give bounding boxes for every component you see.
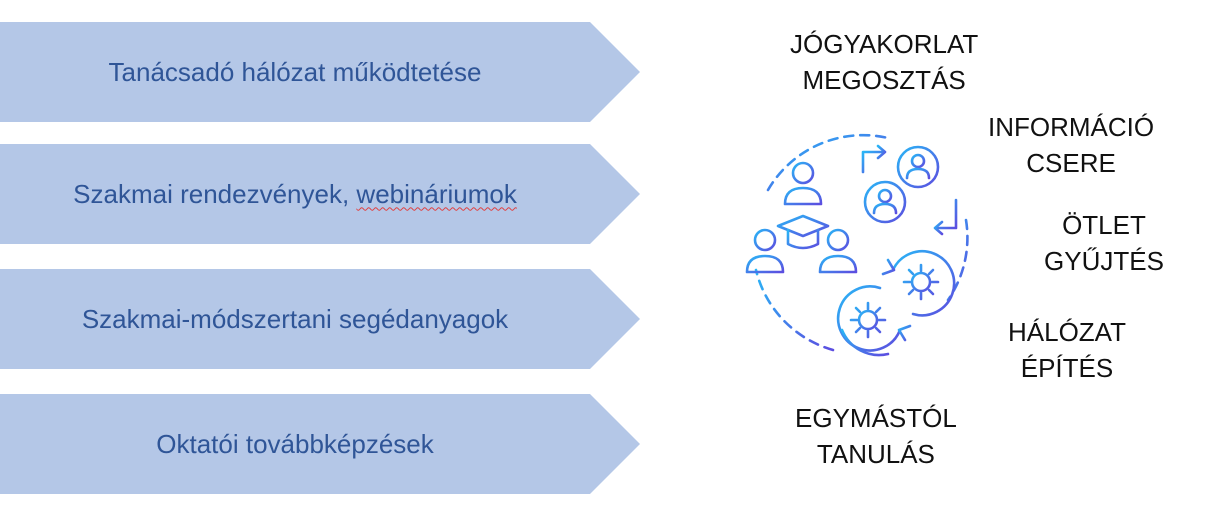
dashed-circle (754, 268, 835, 352)
collaboration-icon (745, 133, 969, 357)
activity-arrows: Tanácsadó hálózat működtetése Szakmai re… (0, 22, 640, 494)
arrow-label: Szakmai-módszertani segédanyagok (81, 303, 509, 334)
arrow-professional-events: Szakmai rendezvények, webináriumok (0, 144, 640, 244)
people-icon (745, 161, 858, 274)
arrow-label: Tanácsadó hálózat működtetése (108, 56, 482, 87)
arrow-advisory-network: Tanácsadó hálózat működtetése (0, 22, 640, 122)
arrow-methodology-materials: Szakmai-módszertani segédanyagok (0, 269, 640, 369)
dashed-circle (766, 133, 890, 192)
graduation-cap-icon (776, 214, 830, 250)
dashed-circle (946, 218, 969, 302)
arrow-instructor-training: Oktatói továbbképzések (0, 394, 640, 494)
user-exchange-icon (861, 144, 958, 236)
gears-cycle-icon (836, 250, 956, 357)
arrow-label: Szakmai rendezvények, webináriumok (73, 178, 517, 209)
spellcheck-underlined-word: webináriumok (356, 178, 517, 209)
arrow-label: Oktatói továbbképzések (156, 428, 434, 459)
